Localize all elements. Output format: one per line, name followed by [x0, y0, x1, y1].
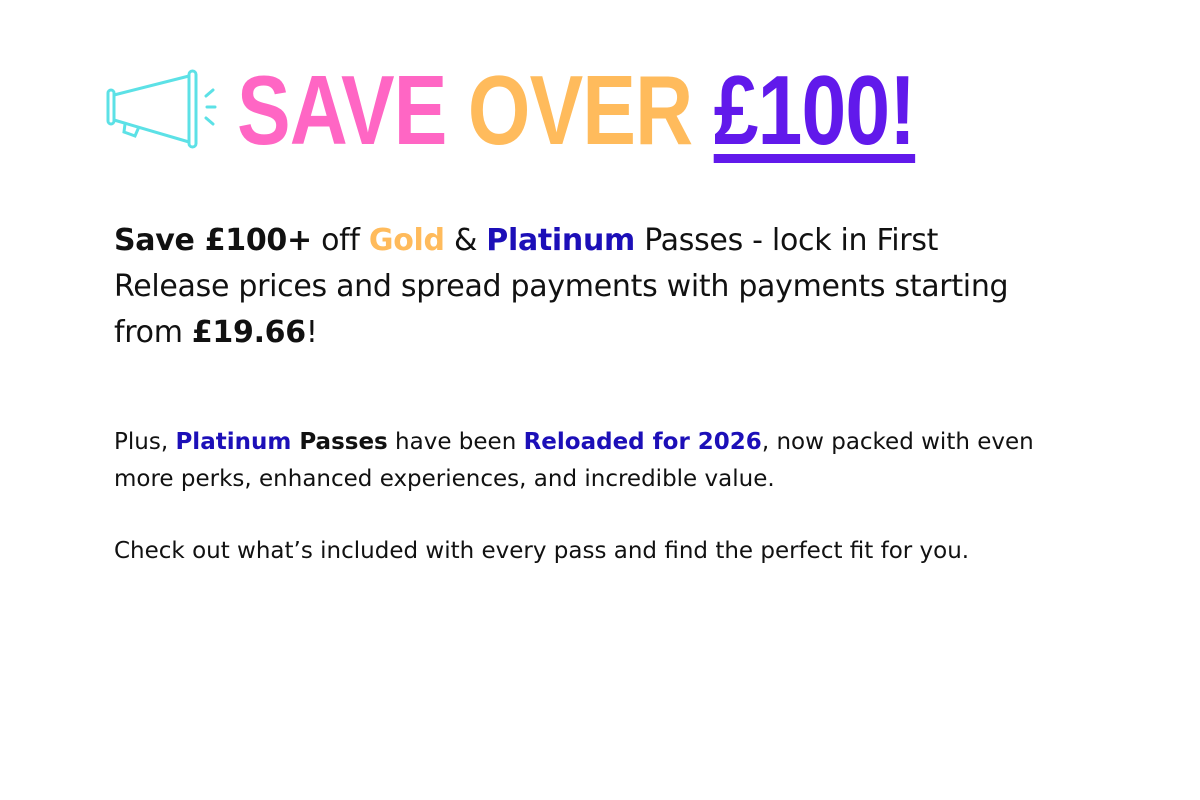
- para1-reloaded: Reloaded for 2026: [523, 429, 762, 455]
- para1-been: have been: [387, 429, 524, 455]
- para1-platinum: Platinum: [175, 429, 292, 455]
- lead-price: £19.66: [191, 315, 306, 350]
- check-out-paragraph: Check out what’s included with every pas…: [114, 538, 970, 564]
- para1-rest: , now packed with even more perks, enhan…: [114, 429, 1034, 492]
- lead-save: Save £100+: [114, 223, 312, 258]
- platinum-paragraph: Plus, Platinum Passes have been Reloaded…: [114, 424, 1054, 498]
- lead-platinum: Platinum: [486, 223, 635, 258]
- headline-over: OVER: [467, 55, 693, 165]
- lead-gold: Gold: [368, 223, 445, 258]
- megaphone-icon: [106, 69, 217, 149]
- para1-passes: Passes: [291, 429, 388, 455]
- lead-amp: &: [444, 223, 487, 258]
- para1-plus: Plus,: [114, 429, 176, 455]
- lead-paragraph: Save £100+ off Gold & Platinum Passes - …: [114, 218, 1014, 356]
- lead-end: !: [305, 315, 318, 350]
- headline-save: SAVE: [237, 55, 447, 165]
- lead-rest: Passes - lock in First Release prices an…: [114, 223, 1009, 350]
- headline-amount: £100!: [713, 55, 916, 165]
- lead-off: off: [311, 223, 369, 258]
